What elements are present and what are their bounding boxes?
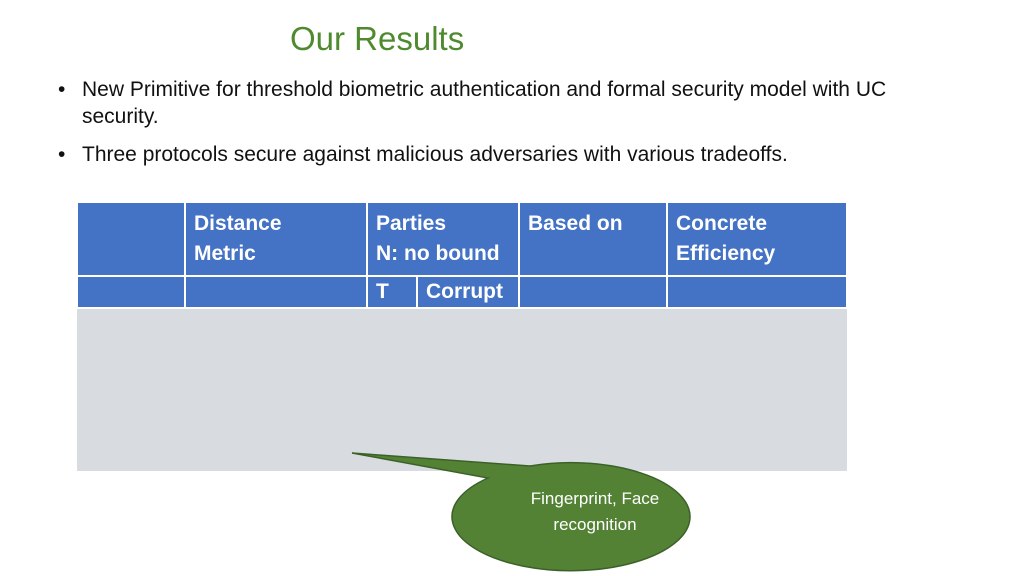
header-based-on: Based on — [518, 201, 668, 277]
table-body-row — [77, 308, 847, 471]
header-parties-line1: Parties — [376, 212, 447, 235]
header-distance-line2: Metric — [194, 242, 256, 265]
callout-text: Fingerprint, Face recognition — [530, 489, 660, 534]
header-parties: Parties N: no bound — [366, 201, 520, 277]
subheader-corrupt: Corrupt — [416, 275, 520, 309]
bullet-item-primitive: • New Primitive for threshold biometric … — [58, 76, 958, 130]
table-body-cell — [77, 308, 847, 471]
subheader-cell-empty — [184, 275, 368, 309]
bullet-text: Three protocols secure against malicious… — [82, 143, 788, 166]
subheader-t: T — [366, 275, 418, 309]
header-efficiency-line1: Concrete — [676, 212, 768, 235]
header-distance-metric: Distance Metric — [184, 201, 368, 277]
subheader-cell-empty — [76, 275, 186, 309]
bullet-text: New Primitive for threshold biometric au… — [82, 78, 887, 128]
callout-shape — [351, 452, 691, 572]
header-efficiency-line2: Efficiency — [676, 242, 776, 265]
subheader-cell-empty — [666, 275, 848, 309]
bullet-glyph: • — [58, 78, 66, 101]
table-subheader-row: T Corrupt — [76, 275, 848, 309]
bullet-item-protocols: • Three protocols secure against malicio… — [58, 141, 958, 168]
table-header-row: Distance Metric Parties N: no bound Base… — [76, 201, 848, 277]
subheader-cell-empty — [518, 275, 668, 309]
results-table: Distance Metric Parties N: no bound Base… — [76, 201, 848, 471]
header-concrete-efficiency: Concrete Efficiency — [666, 201, 848, 277]
bullet-glyph: • — [58, 143, 66, 166]
header-parties-line2: N: no bound — [376, 242, 500, 265]
header-cell-empty — [76, 201, 186, 277]
bullet-list: • New Primitive for threshold biometric … — [58, 76, 958, 179]
header-distance-line1: Distance — [194, 212, 282, 235]
slide-title: Our Results — [290, 20, 465, 57]
